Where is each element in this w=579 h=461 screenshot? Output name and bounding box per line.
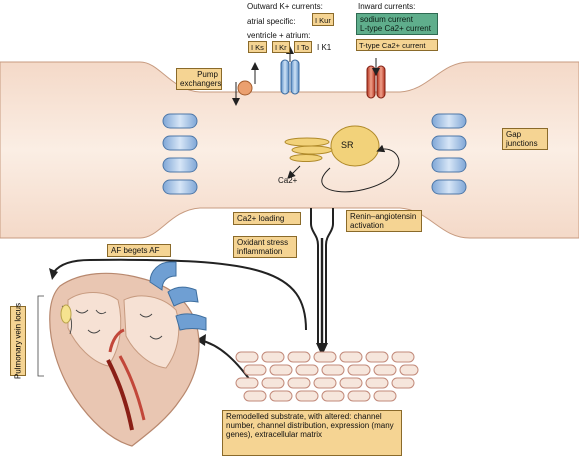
- iks-box: I Ks: [248, 41, 267, 53]
- arrowhead-down: [316, 343, 328, 356]
- substrate-to-heart-arrow: [199, 339, 251, 381]
- calcium-label: Ca2+: [278, 176, 298, 185]
- heart-arrowhead: [196, 334, 206, 346]
- inward-green-box: sodium current L-type Ca2+ current: [356, 13, 438, 35]
- sodium-current-label: sodium current: [360, 15, 413, 24]
- ito-box: I To: [294, 41, 312, 53]
- converging-arrows: [310, 208, 334, 348]
- gap-junctions-label: Gap junctions: [502, 128, 548, 150]
- oxidant-stress-box: Oxidant stress inflammation: [233, 236, 297, 258]
- af-begets-af-arrow: [53, 258, 307, 331]
- heart-illustration: [37, 261, 207, 447]
- renin-angiotensin-box: Renin–angiotensin activation: [346, 210, 422, 232]
- loop-arrowhead: [49, 268, 58, 280]
- ca-loading-box: Ca2+ loading: [233, 212, 301, 225]
- inward-title: Inward currents:: [358, 2, 416, 11]
- ikr-box: I Kr: [272, 41, 290, 53]
- ventricle-atrium-label: ventricle + atrium:: [247, 31, 311, 40]
- af-begets-af-box: AF begets AF: [107, 244, 171, 257]
- pump-exchangers-label: Pump exchangers: [176, 68, 222, 90]
- outward-k-title: Outward K+ currents:: [247, 2, 323, 11]
- remodelled-substrate-box: Remodelled substrate, with altered: chan…: [222, 410, 402, 456]
- gap-junction-left: [162, 113, 198, 195]
- ltype-current-label: L-type Ca2+ current: [360, 24, 431, 33]
- ttype-current-box: T-type Ca2+ current: [356, 39, 438, 51]
- sr-label: SR: [341, 140, 354, 150]
- pulmonary-vein-locus-box: Pulmonary vein locus: [10, 302, 26, 380]
- ikur-box: I Kur: [312, 13, 334, 26]
- pump-exchanger: [232, 62, 259, 106]
- gap-junction-right: [431, 113, 467, 195]
- pulmonary-vein-locus-label: Pulmonary vein locus: [13, 302, 23, 380]
- sarcoplasmic-reticulum: [284, 125, 400, 193]
- ik1-label: I K1: [317, 43, 332, 52]
- inward-channel: [366, 58, 386, 99]
- atrial-specific-label: atrial specific:: [247, 17, 296, 26]
- remodelled-substrate-cells: [235, 351, 419, 402]
- potassium-channel: [280, 46, 300, 95]
